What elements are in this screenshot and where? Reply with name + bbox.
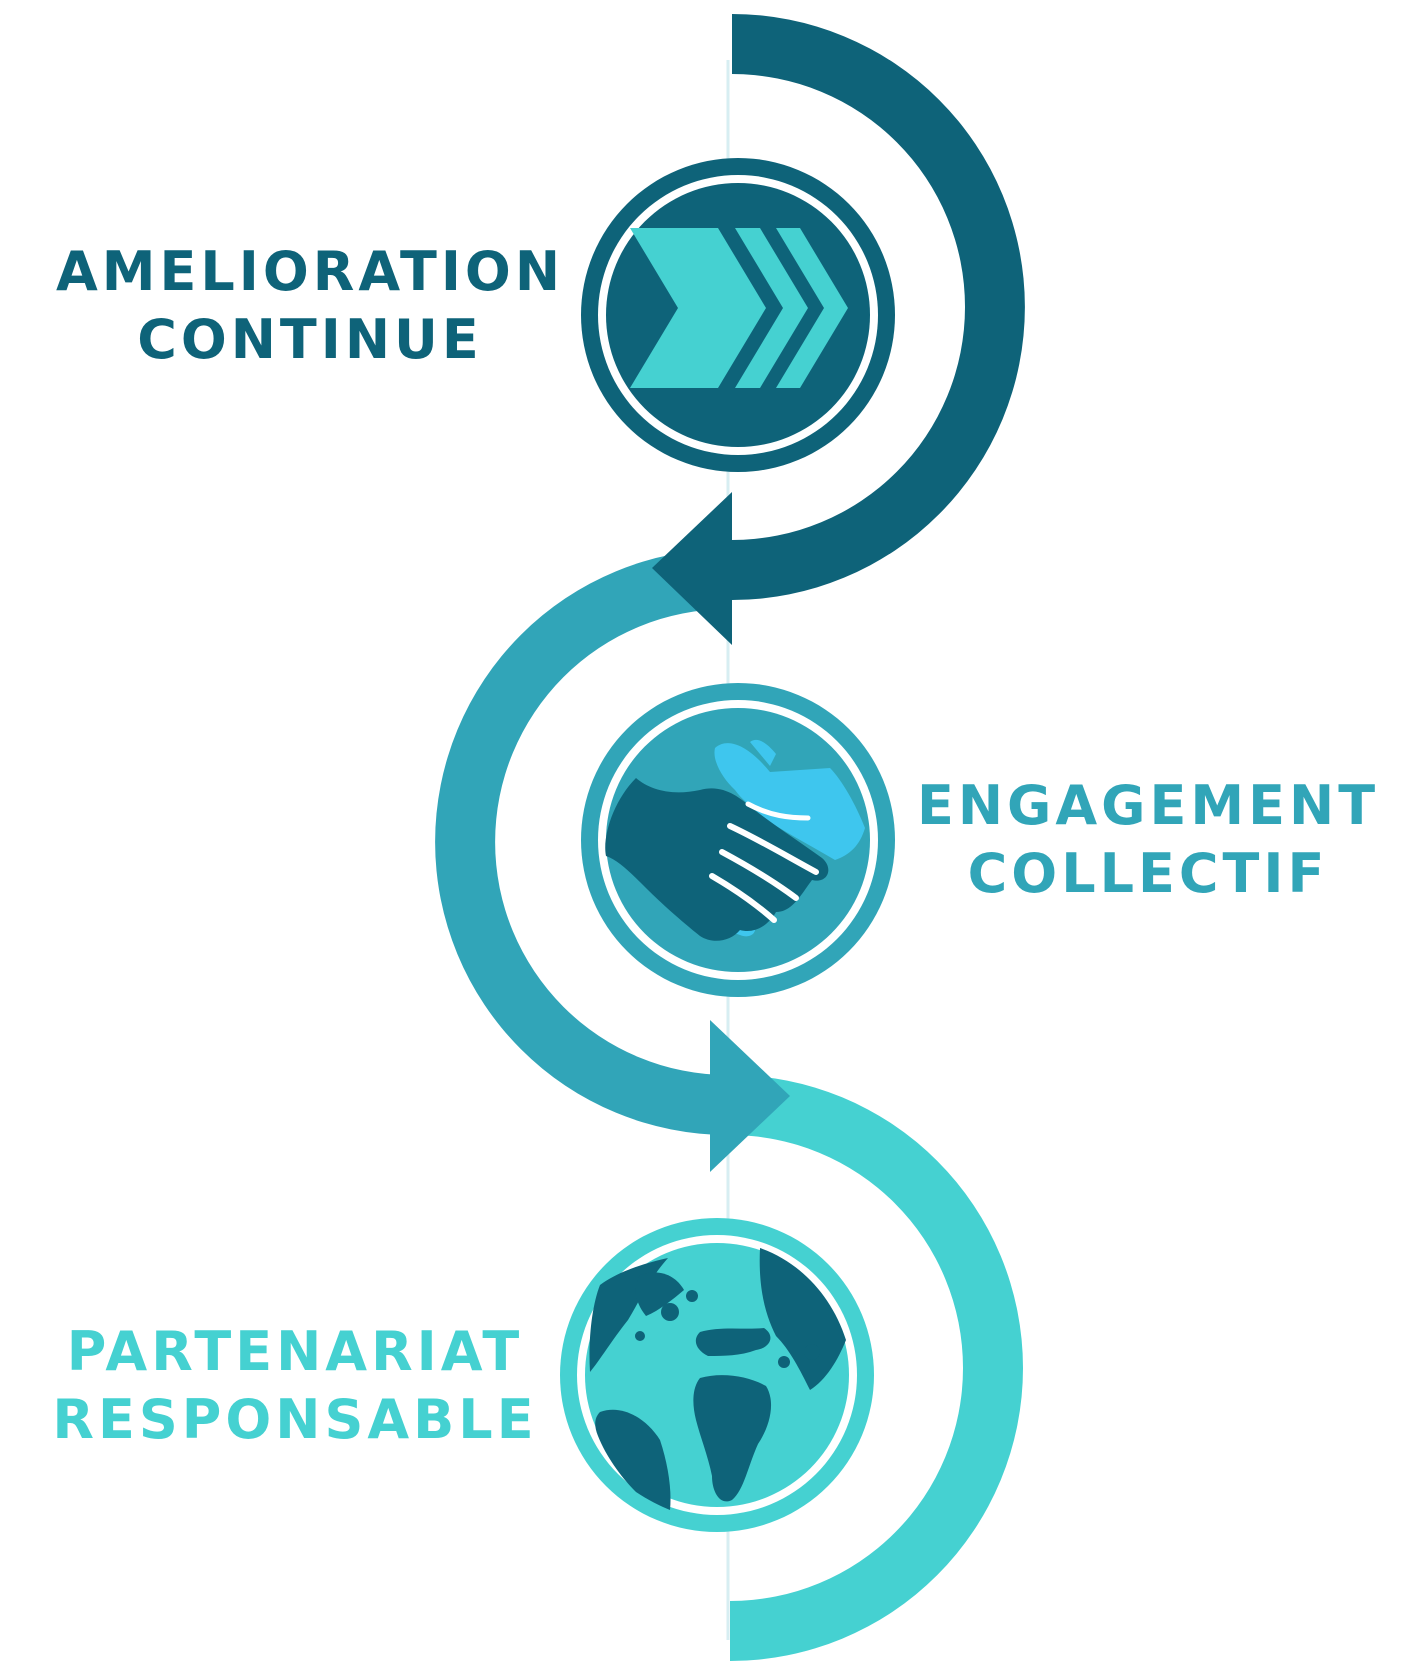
circle-amelioration: [581, 158, 895, 472]
circle-partenariat: [560, 1218, 874, 1532]
arc-top-dark: [732, 14, 1025, 600]
step-label-line2: CONTINUE: [137, 308, 483, 371]
step-label-amelioration: AMELIORATION CONTINUE: [20, 238, 600, 374]
arc-bottom-light: [730, 1075, 1023, 1661]
step-label-line1: AMELIORATION: [55, 240, 565, 303]
fast-forward-chevrons-icon: [630, 228, 848, 388]
step-label-line2: COLLECTIF: [967, 842, 1329, 905]
step-label-line2: RESPONSABLE: [52, 1388, 538, 1451]
arrow-head-left: [652, 492, 732, 645]
step-label-line1: ENGAGEMENT: [916, 774, 1380, 837]
step-label-engagement: ENGAGEMENT COLLECTIF: [898, 772, 1398, 908]
arc-middle-mid: [435, 549, 728, 1135]
arrow-head-right: [710, 1020, 790, 1172]
handshake-icon: [605, 739, 865, 941]
globe-icon: [589, 1248, 846, 1510]
step-label-line1: PARTENARIAT: [66, 1320, 524, 1383]
step-label-partenariat: PARTENARIAT RESPONSABLE: [20, 1318, 570, 1454]
circle-engagement: [581, 683, 895, 997]
